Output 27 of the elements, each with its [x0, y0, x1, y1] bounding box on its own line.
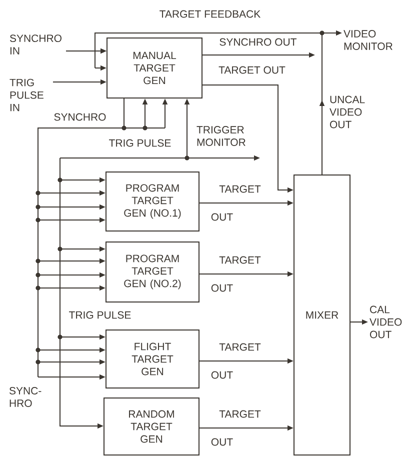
process-box: FLIGHT TARGET GEN: [106, 330, 200, 388]
process-box: RANDOM TARGET GEN: [104, 398, 200, 456]
signal-label: SYNCHRO: [54, 113, 106, 121]
signal-label: TARGET: [219, 185, 261, 193]
signal-label: TARGET: [219, 256, 261, 264]
signal-label: TRIG PULSE: [109, 139, 171, 147]
signal-label: OUT: [211, 371, 233, 379]
signal-label: TRIG PULSE IN: [10, 78, 44, 112]
process-box: MANUAL TARGET GEN: [106, 38, 202, 98]
signal-label: TRIG PULSE: [69, 311, 131, 319]
process-box: PROGRAM TARGET GEN (NO.2): [106, 242, 200, 302]
mixer-box: MIXER: [294, 174, 350, 456]
signal-label: SYNCHRO IN: [10, 34, 62, 54]
signal-label: VIDEO MONITOR: [344, 30, 392, 50]
process-box: PROGRAM TARGET GEN (NO.1): [106, 172, 200, 232]
signal-label: OUT: [211, 213, 233, 221]
signal-label: CAL VIDEO OUT: [370, 306, 402, 338]
signal-label: SYNC-HRO: [9, 387, 42, 407]
signal-label: OUT: [211, 284, 233, 292]
edge-label: TARGET FEEDBACK: [158, 9, 262, 19]
edge-label: SYNCHRO OUT: [218, 37, 298, 47]
edge-label: TARGET OUT: [218, 65, 286, 75]
signal-label: TARGET: [219, 410, 261, 418]
signal-label: OUT: [211, 438, 233, 446]
signal-label: TRIGGER MONITOR: [196, 126, 246, 146]
edge-label: UNCAL VIDEO OUT: [328, 94, 376, 130]
signal-label: TARGET: [219, 343, 261, 351]
